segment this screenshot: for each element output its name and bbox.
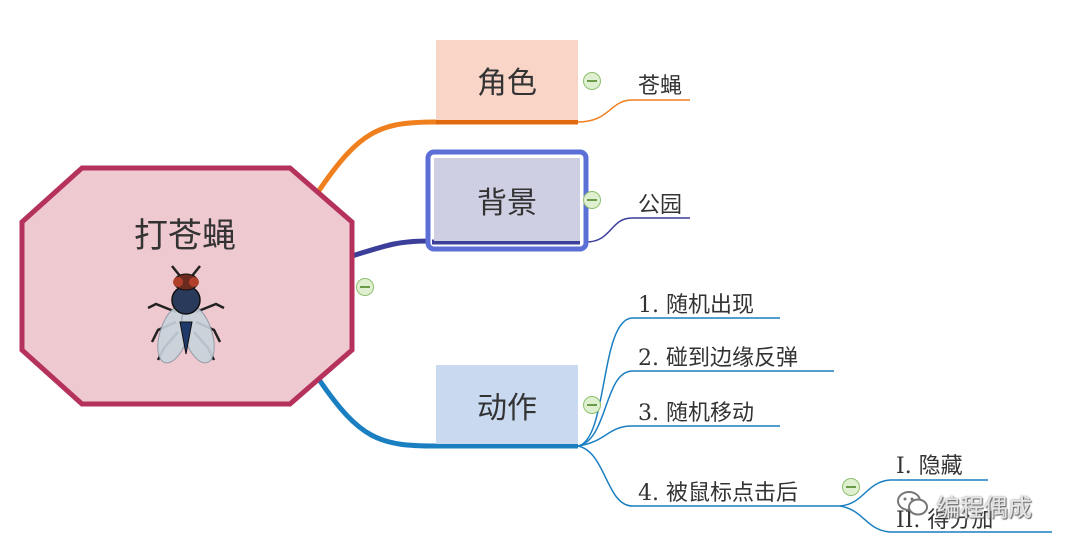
leaf-sub-hide[interactable]: I. 隐藏 bbox=[896, 448, 963, 480]
connector-role bbox=[318, 122, 436, 192]
connector-action bbox=[318, 378, 436, 446]
leaf-action-1[interactable]: 1. 随机出现 bbox=[638, 287, 754, 319]
collapse-action-toggle[interactable] bbox=[583, 396, 601, 414]
root-title: 打苍蝇 bbox=[110, 208, 260, 257]
connector-background bbox=[352, 241, 430, 256]
leaf-action-3[interactable]: 3. 随机移动 bbox=[638, 395, 754, 427]
collapse-role-toggle[interactable] bbox=[583, 72, 601, 90]
branch-action-label: 动作 bbox=[436, 365, 578, 444]
leaf-action-2[interactable]: 2. 碰到边缘反弹 bbox=[638, 340, 798, 372]
connector-background-leaf bbox=[586, 218, 690, 242]
leaf-fly[interactable]: 苍蝇 bbox=[638, 68, 682, 100]
leaf-action-4[interactable]: 4. 被鼠标点击后 bbox=[638, 475, 798, 507]
watermark-text: 编程偶成 bbox=[936, 488, 1032, 523]
collapse-subitem-toggle[interactable] bbox=[842, 478, 860, 496]
branch-background-label: 背景 bbox=[434, 158, 580, 241]
wechat-icon bbox=[896, 490, 930, 518]
collapse-root-toggle[interactable] bbox=[356, 278, 374, 296]
branch-role-label: 角色 bbox=[436, 40, 578, 120]
leaf-park[interactable]: 公园 bbox=[638, 187, 682, 219]
connector-action-3 bbox=[578, 426, 780, 446]
collapse-background-toggle[interactable] bbox=[583, 191, 601, 209]
connector-role-leaf bbox=[578, 100, 690, 122]
